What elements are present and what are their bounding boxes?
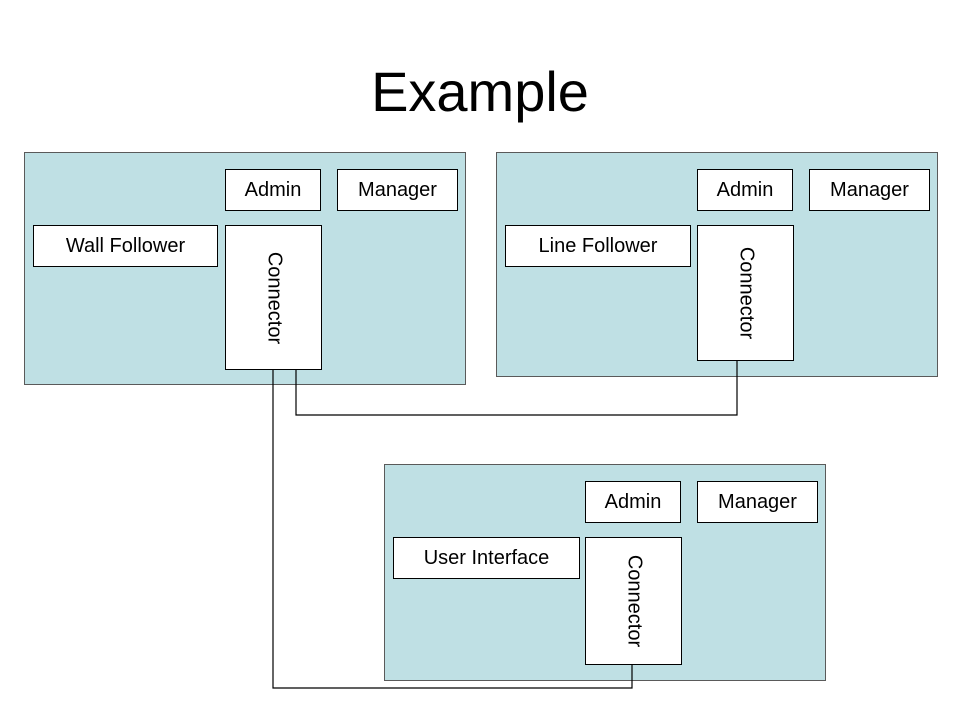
panel-line-follower: Admin Manager Line Follower Connector bbox=[496, 152, 938, 377]
manager-box: Manager bbox=[697, 481, 818, 523]
manager-box: Manager bbox=[337, 169, 458, 211]
admin-box: Admin bbox=[697, 169, 793, 211]
slide-title: Example bbox=[371, 60, 589, 123]
wall-follower-box: Wall Follower bbox=[33, 225, 218, 267]
line-follower-box: Line Follower bbox=[505, 225, 691, 267]
user-interface-box: User Interface bbox=[393, 537, 580, 579]
panel-user-interface: Admin Manager User Interface Connector bbox=[384, 464, 826, 681]
connector-box: Connector bbox=[697, 225, 794, 361]
admin-box: Admin bbox=[225, 169, 321, 211]
admin-box: Admin bbox=[585, 481, 681, 523]
manager-box: Manager bbox=[809, 169, 930, 211]
connector-box: Connector bbox=[225, 225, 322, 370]
connector-box: Connector bbox=[585, 537, 682, 665]
wire-wall-to-line bbox=[295, 361, 738, 416]
wire-wall-to-ui bbox=[272, 369, 633, 689]
panel-wall-follower: Admin Manager Wall Follower Connector bbox=[24, 152, 466, 385]
